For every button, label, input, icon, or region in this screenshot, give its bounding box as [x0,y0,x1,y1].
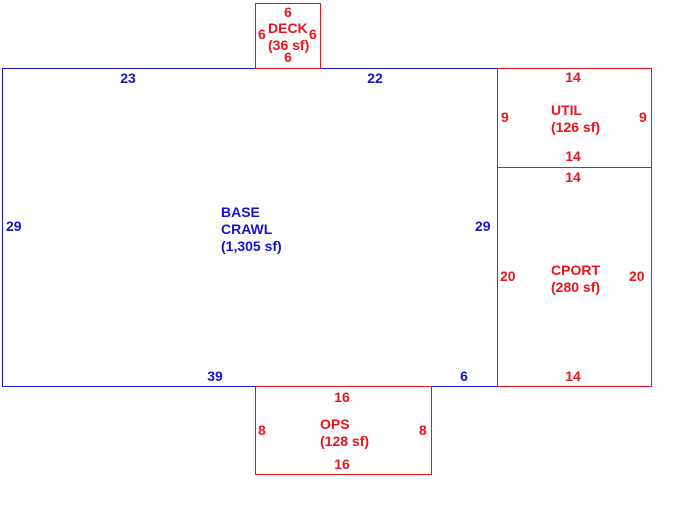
ops-dim-bottom: 16 [334,456,350,472]
deck-dim-bottom: 6 [284,49,292,65]
ops-area-label: (128 sf) [320,433,370,449]
util-name: UTIL [551,102,583,118]
base-area: (1,305 sf) [221,238,282,254]
deck-dim-left: 6 [258,26,266,42]
deck-dim-top: 6 [284,4,292,20]
cport-dim-bottom: 14 [565,368,581,384]
base-dim-right: 29 [475,218,491,234]
util-dim-right: 9 [639,109,647,125]
ops-dim-left: 8 [258,422,266,438]
base-name-line2: CRAWL [221,221,273,237]
cport-area-label: (280 sf) [551,279,601,295]
util-dim-left: 9 [501,109,509,125]
base-dim-top-left: 23 [120,70,136,86]
deck-dim-right: 6 [309,26,317,42]
ops-dim-right: 8 [419,422,427,438]
deck-name: DECK [268,20,308,36]
cport-dim-left: 20 [500,268,516,284]
deck-area-label: (36 sf) [268,37,310,53]
cport-area [497,167,652,387]
cport-dim-top: 14 [565,169,581,185]
util-area-label: (126 sf) [551,119,601,135]
util-dim-top: 14 [565,69,581,85]
cport-name: CPORT [551,262,600,278]
util-dim-bottom: 14 [565,148,581,164]
base-dim-top-right: 22 [367,70,383,86]
deck-area [255,3,321,69]
cport-dim-right: 20 [629,268,645,284]
ops-area [255,386,432,475]
ops-name: OPS [320,416,350,432]
base-name-line1: BASE [221,204,260,220]
base-dim-left: 29 [6,218,22,234]
base-dim-bottom-right: 6 [460,368,468,384]
base-dim-bottom-left: 39 [207,368,223,384]
ops-dim-top: 16 [334,389,350,405]
